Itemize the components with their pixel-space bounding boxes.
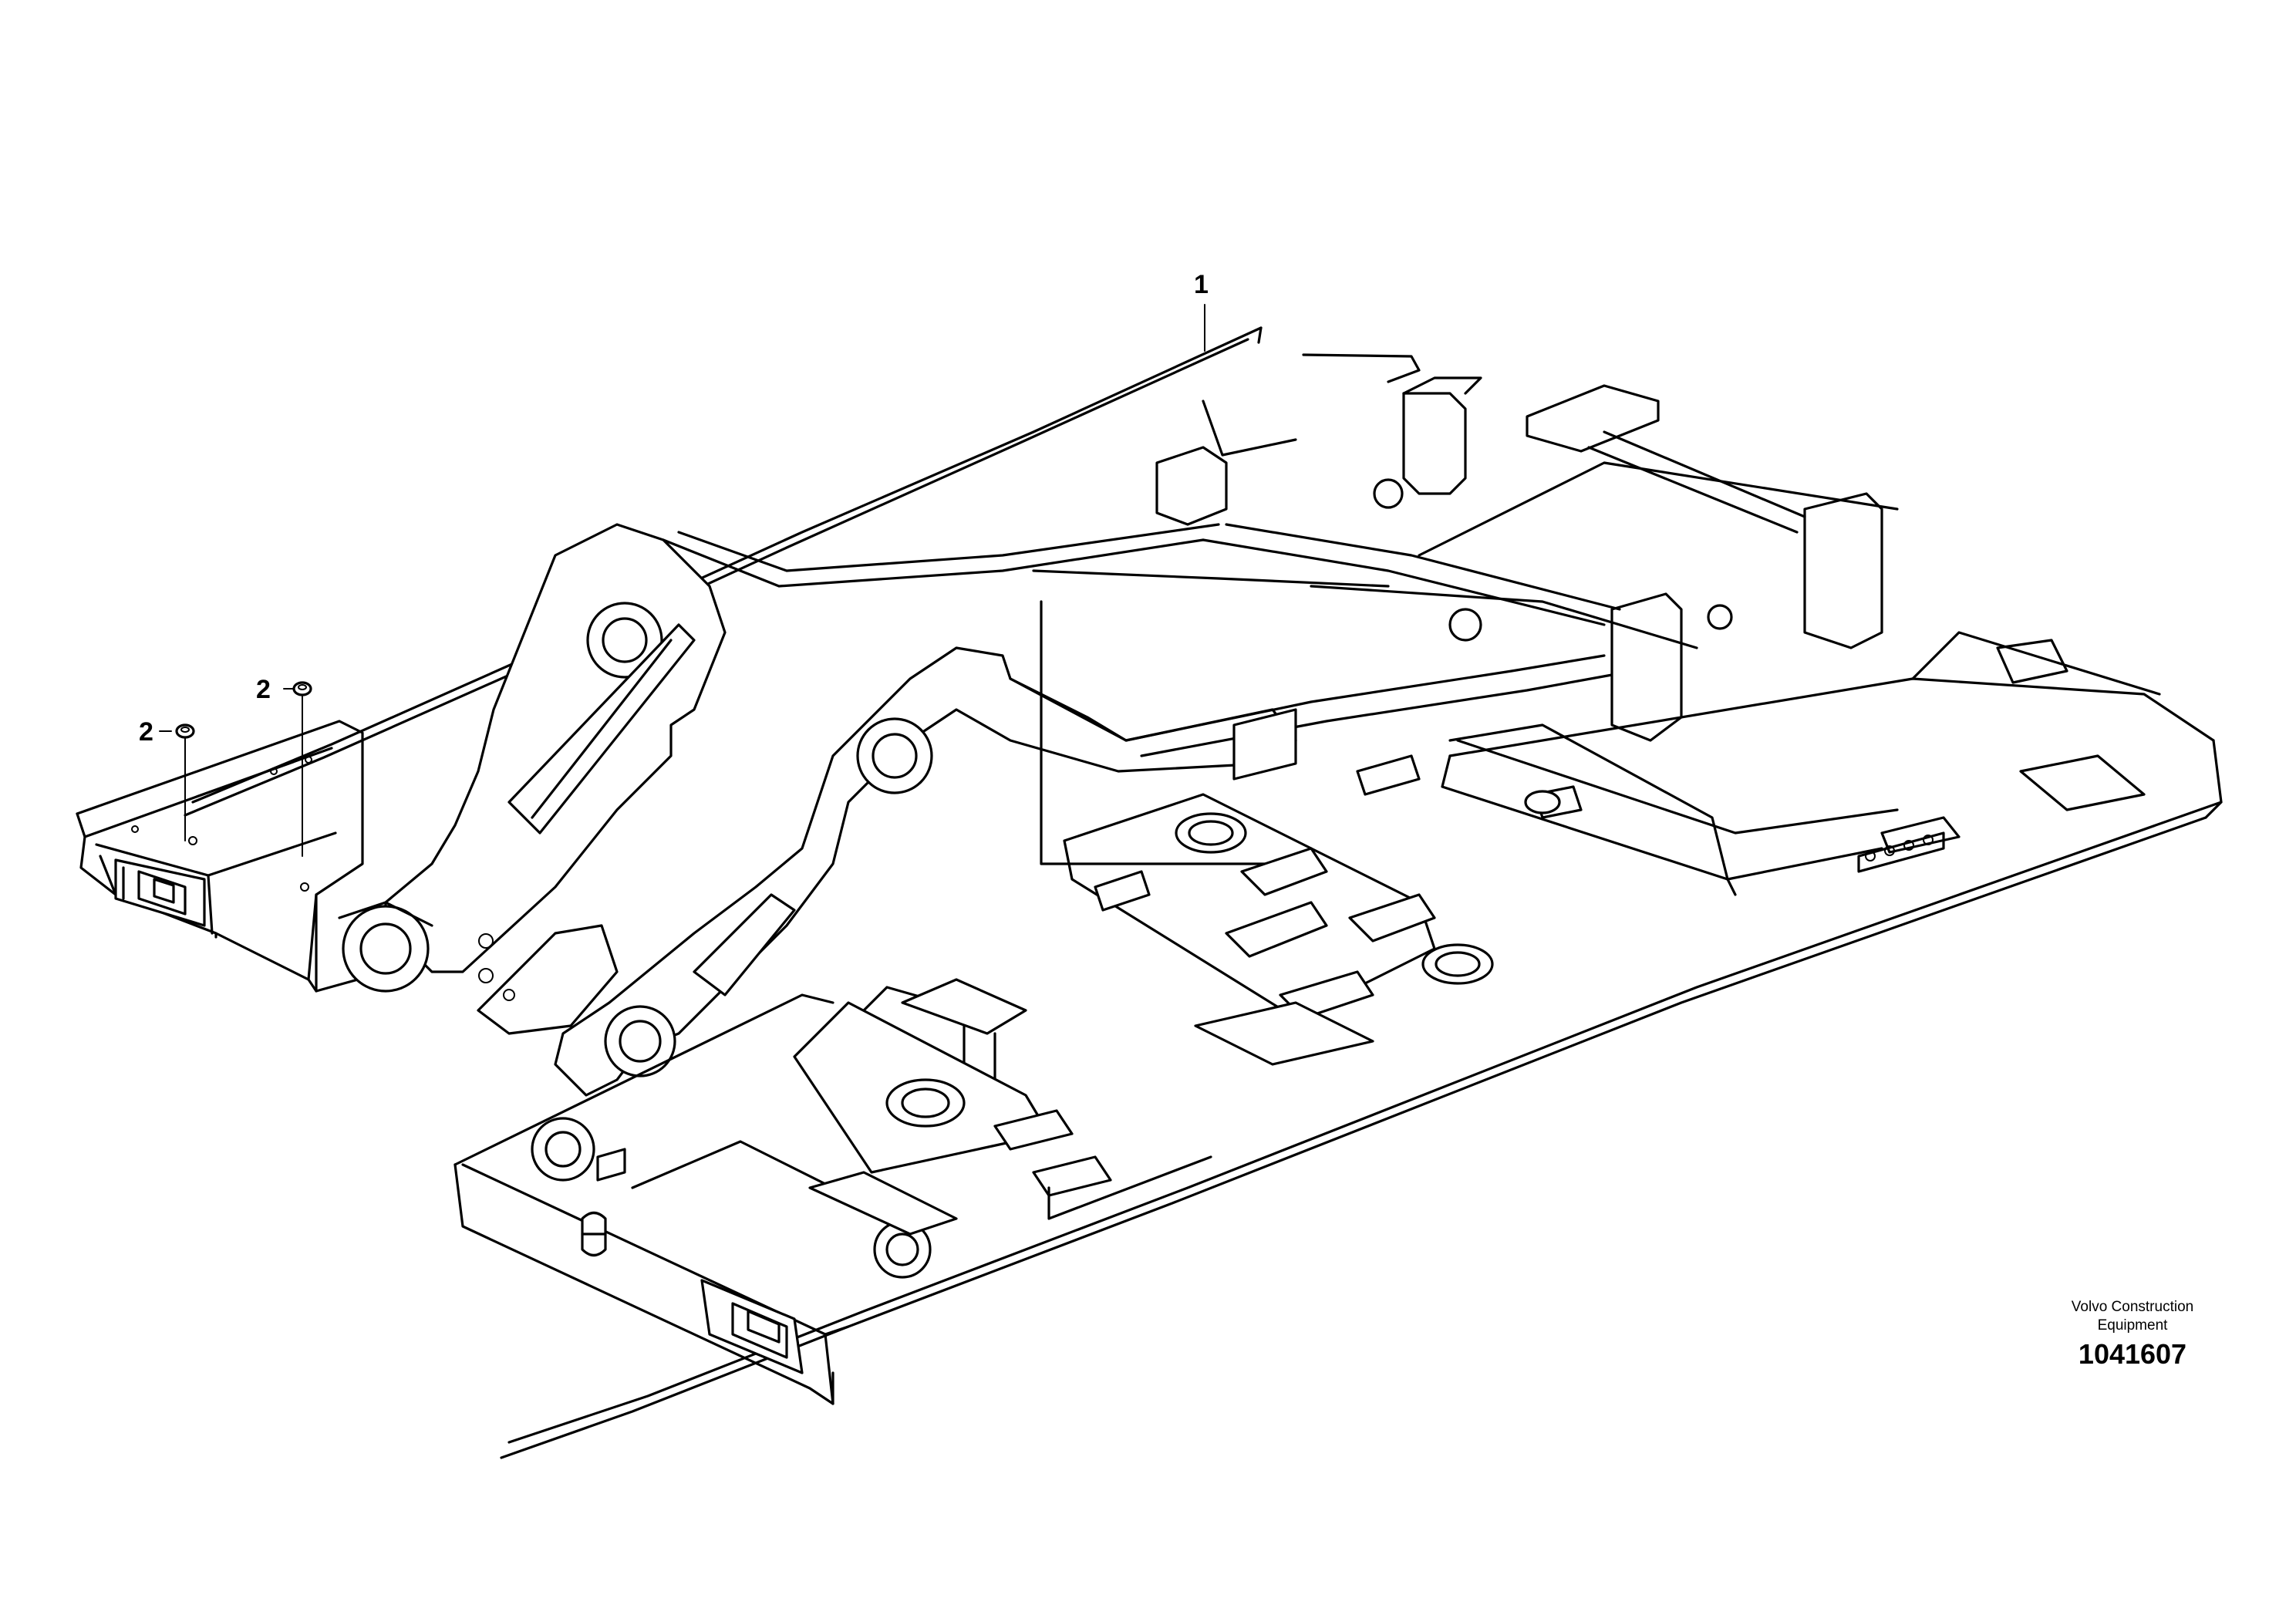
- drawing-caption: Volvo Construction Equipment 1041607: [2036, 1298, 2229, 1371]
- caption-maker-line-2: Equipment: [2097, 1317, 2168, 1334]
- left-end-frame: [76, 720, 387, 993]
- callout-1-label: 1: [1194, 270, 1209, 299]
- boom-mount-tower: [338, 523, 1220, 1035]
- side-panel: [1356, 723, 1961, 881]
- callout-2-lower-label: 2: [139, 717, 153, 747]
- caption-drawing-number: 1041607: [2078, 1338, 2187, 1370]
- top-cross-beams: [1032, 376, 1899, 865]
- boom-mount-tower-right: [554, 646, 1613, 1097]
- caption-maker-line-1: Volvo Construction: [2071, 1299, 2194, 1315]
- callout-2-upper-label: 2: [256, 675, 271, 704]
- nut-2-lower: [175, 723, 195, 739]
- leader-lines: [159, 304, 1205, 857]
- front-end-frame: [453, 993, 850, 1405]
- nut-2-upper: [292, 681, 312, 696]
- front-rail: [500, 631, 2223, 1459]
- centre-plates: [531, 793, 1494, 1279]
